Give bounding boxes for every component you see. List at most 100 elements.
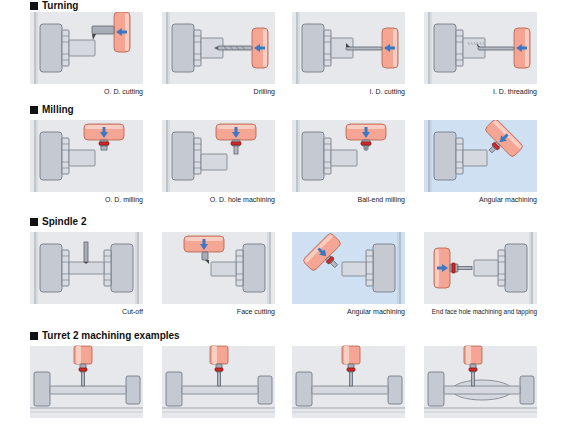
feed-arrow-head: [232, 132, 240, 138]
panel-ground: [424, 12, 537, 84]
line-detail: [194, 36, 201, 37]
workpiece: [211, 262, 236, 276]
line-detail: [324, 60, 331, 61]
panel-illustration: [30, 12, 143, 84]
line-detail: [62, 36, 69, 37]
line-detail: [104, 256, 111, 257]
turret-disk: [382, 28, 398, 68]
spindle-2-chuck: [520, 376, 534, 404]
line-detail: [424, 408, 537, 409]
line-detail: [431, 12, 432, 84]
line-detail: [236, 262, 243, 263]
turret-disk: [514, 28, 530, 68]
line-detail: [299, 120, 300, 192]
chuck-body: [373, 244, 395, 292]
machining-panel: O. D. milling: [30, 120, 143, 204]
tool-holder: [232, 140, 240, 146]
line-detail: [324, 168, 331, 169]
panel-illustration: [424, 12, 537, 84]
machining-panel: I. D. cutting: [292, 12, 405, 96]
chuck-body: [40, 132, 62, 180]
line-detail: [270, 232, 271, 304]
tool-holder: [92, 26, 114, 34]
panel-illustration: [30, 120, 143, 192]
shaft-workpiece: [182, 386, 258, 394]
chuck-face: [324, 138, 331, 174]
machining-illustration: [297, 120, 386, 192]
turret-head: [184, 236, 224, 252]
boring-bar: [478, 47, 514, 50]
chuck-body: [111, 244, 133, 292]
spindle-2-chuck: [104, 232, 138, 304]
tool-holder: [450, 264, 458, 272]
line-detail: [30, 408, 143, 409]
panel-ground: [424, 346, 537, 418]
turret-head: [84, 124, 124, 140]
turret-disk: [484, 120, 524, 158]
line-detail: [456, 150, 463, 151]
machining-panel: Drilling: [162, 12, 275, 96]
machining-panel: Angular machining: [424, 120, 537, 204]
turret-highlight: [304, 234, 334, 264]
line-detail: [324, 54, 331, 55]
tool-holder: [216, 364, 222, 372]
line-detail: [456, 36, 463, 37]
panel-illustration: [424, 120, 537, 192]
section-heading: Turret 2 machining examples: [30, 330, 180, 342]
chuck-face: [62, 138, 69, 174]
line-detail: [429, 12, 430, 84]
chuck-body: [166, 372, 182, 406]
heading-text: Spindle 2: [42, 216, 86, 228]
cutter: [489, 146, 495, 152]
operation-caption: O. D. milling: [30, 195, 143, 204]
mill-ring: [215, 368, 223, 371]
drill: [234, 146, 238, 154]
line-detail: [224, 46, 227, 50]
chuck-body: [172, 24, 194, 72]
chuck-face: [498, 250, 505, 286]
workpiece: [463, 150, 487, 166]
line-detail: [498, 274, 505, 275]
turret-head: [114, 12, 130, 52]
feed-arrow-head: [384, 44, 390, 52]
line-detail: [37, 12, 38, 84]
operation-caption: End face hole machining and tapping: [424, 307, 537, 316]
chuck-body: [434, 132, 456, 180]
line-detail: [167, 12, 168, 84]
line-detail: [194, 144, 201, 145]
turret-2-head: [342, 346, 360, 364]
operation-caption: O. D. hole machining: [162, 195, 275, 204]
operation-caption: Drilling: [162, 87, 275, 96]
turret-highlight: [344, 346, 349, 364]
heading-text: Milling: [42, 104, 74, 116]
line-detail: [400, 232, 401, 304]
tool-holder: [80, 364, 86, 372]
machining-panel: O. D. hole machining: [162, 120, 275, 204]
chuck-body: [296, 372, 312, 406]
chuck-body: [505, 244, 527, 292]
feed-arrow-head: [362, 132, 370, 138]
turret-head: [216, 124, 256, 140]
line-detail: [37, 232, 38, 304]
chuck-face: [62, 250, 69, 286]
mill-ring: [231, 142, 241, 145]
line-detail: [498, 256, 505, 257]
feed-arrow-head: [516, 44, 522, 52]
insert: [205, 260, 209, 264]
mill-ring: [452, 263, 455, 273]
operation-caption: Cut-off: [30, 307, 143, 316]
line-detail: [35, 12, 36, 84]
line-detail: [62, 280, 69, 281]
operation-caption: Ball-end milling: [292, 195, 405, 204]
spindle-2-chuck: [388, 376, 402, 404]
line-detail: [62, 54, 69, 55]
line-detail: [230, 46, 233, 50]
line-detail: [169, 12, 170, 84]
thread-insert: [476, 43, 480, 47]
turret-2-example: [162, 346, 275, 418]
line-detail: [456, 144, 463, 145]
section-heading: Milling: [30, 104, 74, 116]
machining-panel: O. D. cutting: [30, 12, 143, 96]
panel-illustration: [30, 232, 143, 304]
line-detail: [167, 120, 168, 192]
